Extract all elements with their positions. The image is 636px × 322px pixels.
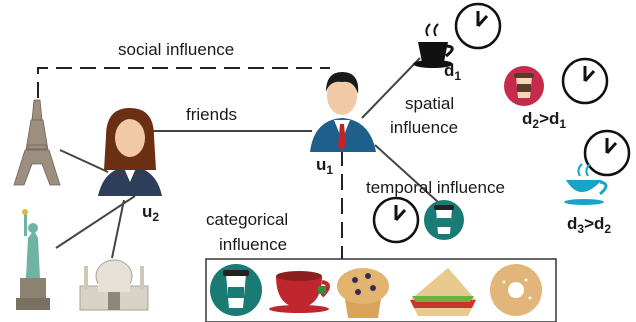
categorical-influence-label-line1: categorical bbox=[206, 210, 289, 229]
taj-mahal-icon bbox=[79, 259, 149, 311]
social-influence-edge bbox=[37, 67, 330, 98]
tea-cup-icon bbox=[564, 163, 608, 205]
spatial-influence-label-line1: spatial bbox=[405, 94, 455, 113]
clock-icon bbox=[561, 57, 609, 105]
takeaway-cup-icon bbox=[504, 66, 544, 106]
woman-avatar-icon bbox=[98, 108, 162, 196]
muffin-icon bbox=[337, 268, 389, 318]
takeaway-cup-icon bbox=[424, 200, 464, 240]
drink-d1-label: d1 bbox=[444, 61, 462, 83]
statue-of-liberty-icon bbox=[16, 209, 50, 310]
takeaway-cup-icon bbox=[210, 264, 262, 316]
clock-icon bbox=[372, 196, 420, 244]
tea-cup-icon bbox=[269, 271, 330, 313]
categorical-items-panel bbox=[205, 258, 557, 322]
coffee-cup-icon bbox=[413, 23, 454, 68]
friends-label: friends bbox=[186, 105, 238, 124]
clock-icon bbox=[583, 129, 631, 177]
bagel-icon bbox=[490, 264, 542, 316]
social-influence-label: social influence bbox=[118, 40, 235, 59]
temporal-influence-label: temporal influence bbox=[366, 178, 505, 197]
man-avatar-icon bbox=[310, 72, 376, 152]
clock-icon bbox=[454, 2, 502, 50]
drink-d2-label: d2>d1 bbox=[522, 109, 567, 131]
connection-lines bbox=[55, 57, 439, 259]
categorical-influence-label-line2: influence bbox=[219, 235, 288, 254]
user-u1-label: u1 bbox=[316, 155, 334, 177]
drink-d3-label: d3>d2 bbox=[567, 214, 612, 236]
user-u2-label: u2 bbox=[142, 202, 160, 224]
sandwich-icon bbox=[410, 268, 476, 316]
eiffel-tower-icon bbox=[13, 99, 61, 186]
spatial-influence-label-line2: influence bbox=[390, 118, 459, 137]
